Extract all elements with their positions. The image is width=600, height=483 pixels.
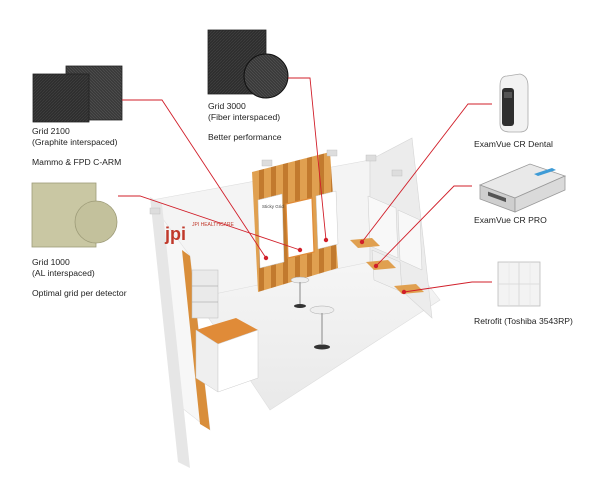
retrofit-image xyxy=(497,261,541,307)
grid2100-name: Grid 2100 xyxy=(32,126,70,136)
grid1000-name: Grid 1000 xyxy=(32,257,70,267)
grid1000-image xyxy=(31,182,118,248)
examvue-pro-label: ExamVue CR PRO xyxy=(474,215,547,225)
leader-grid2100 xyxy=(122,99,267,259)
examvue-dental-label: ExamVue CR Dental xyxy=(474,139,553,149)
wall-title: Sticky Grid xyxy=(262,204,284,209)
grid2100-label: Grid 2100 (Graphite interspaced) Mammo &… xyxy=(32,126,121,168)
brand-strip: JPI HEALTHCARE xyxy=(192,222,235,228)
grid3000-label: Grid 3000 (Fiber interspaced) Better per… xyxy=(208,101,282,143)
grid3000-use: Better performance xyxy=(208,132,282,142)
grid1000-use: Optimal grid per detector xyxy=(32,288,127,298)
retrofit-label: Retrofit (Toshiba 3543RP) xyxy=(474,316,573,326)
anchor-grid1000 xyxy=(297,247,303,253)
anchor-retrofit xyxy=(401,289,407,295)
examvue-dental-image xyxy=(499,73,529,133)
grid1000-label: Grid 1000 (AL interspaced) Optimal grid … xyxy=(32,257,127,299)
booth: Sticky Grid jpi JPI HEALTHCARE xyxy=(149,137,441,468)
grid1000-type: (AL interspaced) xyxy=(32,268,95,278)
grid2100-image xyxy=(32,65,123,123)
anchor-dental xyxy=(359,239,365,245)
anchor-pro xyxy=(373,263,379,269)
leader-lines xyxy=(118,77,492,293)
grid3000-name: Grid 3000 xyxy=(208,101,246,111)
anchor-grid3000 xyxy=(323,237,329,243)
leader-grid1000 xyxy=(118,195,301,251)
leader-pro xyxy=(375,185,472,267)
leader-retrofit xyxy=(403,281,492,293)
anchor-grid2100 xyxy=(263,255,269,261)
examvue-pro-image xyxy=(478,163,567,213)
grid3000-image xyxy=(207,29,289,99)
leader-anchors xyxy=(263,237,407,295)
leader-dental xyxy=(361,103,492,243)
grid2100-type: (Graphite interspaced) xyxy=(32,137,118,147)
leader-grid3000 xyxy=(288,77,327,241)
booth-logo: jpi xyxy=(164,224,186,244)
grid2100-use: Mammo & FPD C-ARM xyxy=(32,157,122,167)
grid3000-type: (Fiber interspaced) xyxy=(208,112,281,122)
